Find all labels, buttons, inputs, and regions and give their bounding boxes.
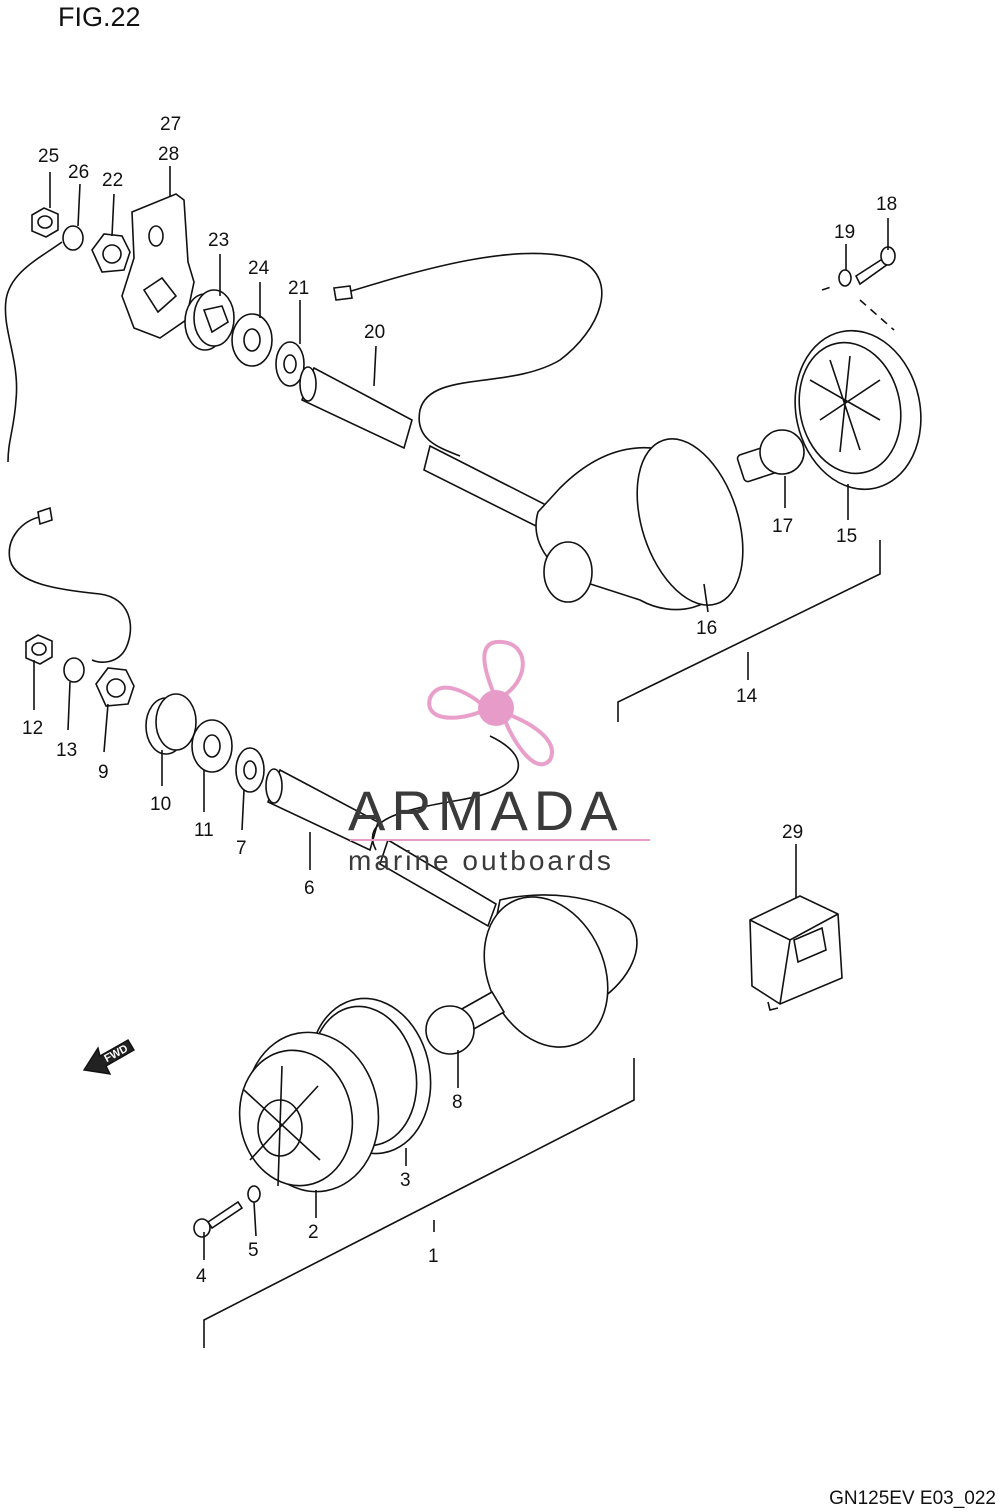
part-5-washer [247,1185,261,1203]
part-12-nut [25,634,53,665]
part-1-housing [483,894,638,1048]
part-6-stem [379,838,497,928]
callout-19: 19 [834,222,855,243]
part-28-bracket [121,193,195,339]
fwd-arrow-icon: FWD [82,1039,135,1075]
callout-21: 21 [288,278,309,299]
watermark-tagline: marine outboards [348,845,614,876]
part-29-relay [749,895,843,1011]
callout-26: 26 [68,162,89,183]
part-9-terminal [95,667,135,707]
part-6-sleeve [265,768,379,852]
part-22-terminal [91,233,131,273]
callout-20: 20 [364,322,385,343]
part-8-bulb [425,990,506,1055]
callout-3: 3 [400,1170,411,1191]
callout-13: 13 [56,740,77,761]
callout-22: 22 [102,170,123,191]
part-10-grommet [145,693,197,755]
leader-lines [33,166,889,1348]
callout-18: 18 [876,194,897,215]
part-7-lockwasher [235,747,265,793]
part-17-bulb [736,429,805,483]
figure-number: FIG.22 [58,2,141,32]
callout-23: 23 [208,230,229,251]
watermark-name: ARMADA [348,779,624,842]
part-26-washer [62,225,84,251]
lower-assembly [8,506,638,1238]
callout-1: 1 [428,1246,439,1267]
callout-8: 8 [452,1092,463,1113]
part-25-nut [31,207,59,238]
fwd-label: FWD [102,1043,130,1065]
callout-28: 28 [158,144,179,165]
part-23-grommet [184,289,235,351]
callout-29: 29 [782,822,803,843]
propeller-logo-icon [427,639,554,767]
callout-5: 5 [248,1240,259,1261]
part-18-screw [854,246,896,286]
callout-10: 10 [150,794,171,815]
callout-25: 25 [38,146,59,167]
callout-27: 27 [160,114,181,135]
part-21-lockwasher [275,341,305,387]
callout-2: 2 [308,1222,319,1243]
drawing-code: GN125EV E03_022 [829,1488,996,1509]
watermark: ARMADA marine outboards [348,639,650,876]
callout-6: 6 [304,878,315,899]
callout-14: 14 [736,686,758,707]
part-19-washer [838,269,852,287]
callout-7: 7 [236,838,247,859]
part-15-lens [794,329,922,491]
callout-9: 9 [98,762,109,783]
part-11-washer [191,719,233,773]
callout-15: 15 [836,526,857,547]
propeller-hub-icon [478,690,514,726]
callout-4: 4 [196,1266,207,1287]
callout-labels: 25 26 22 27 28 23 24 21 20 18 19 17 15 1… [22,114,897,1287]
part-4-screw [193,1200,244,1238]
upper-assembly [4,193,922,611]
callout-24: 24 [248,258,270,279]
callout-11: 11 [194,820,214,841]
part-13-washer [63,657,85,683]
part-24-washer [231,313,273,367]
part-20-sleeve [299,366,413,450]
callout-12: 12 [22,718,43,739]
callout-17: 17 [772,516,793,537]
callout-16: 16 [696,618,717,639]
part-16-housing [423,438,744,611]
part-2-lens [238,1031,380,1193]
